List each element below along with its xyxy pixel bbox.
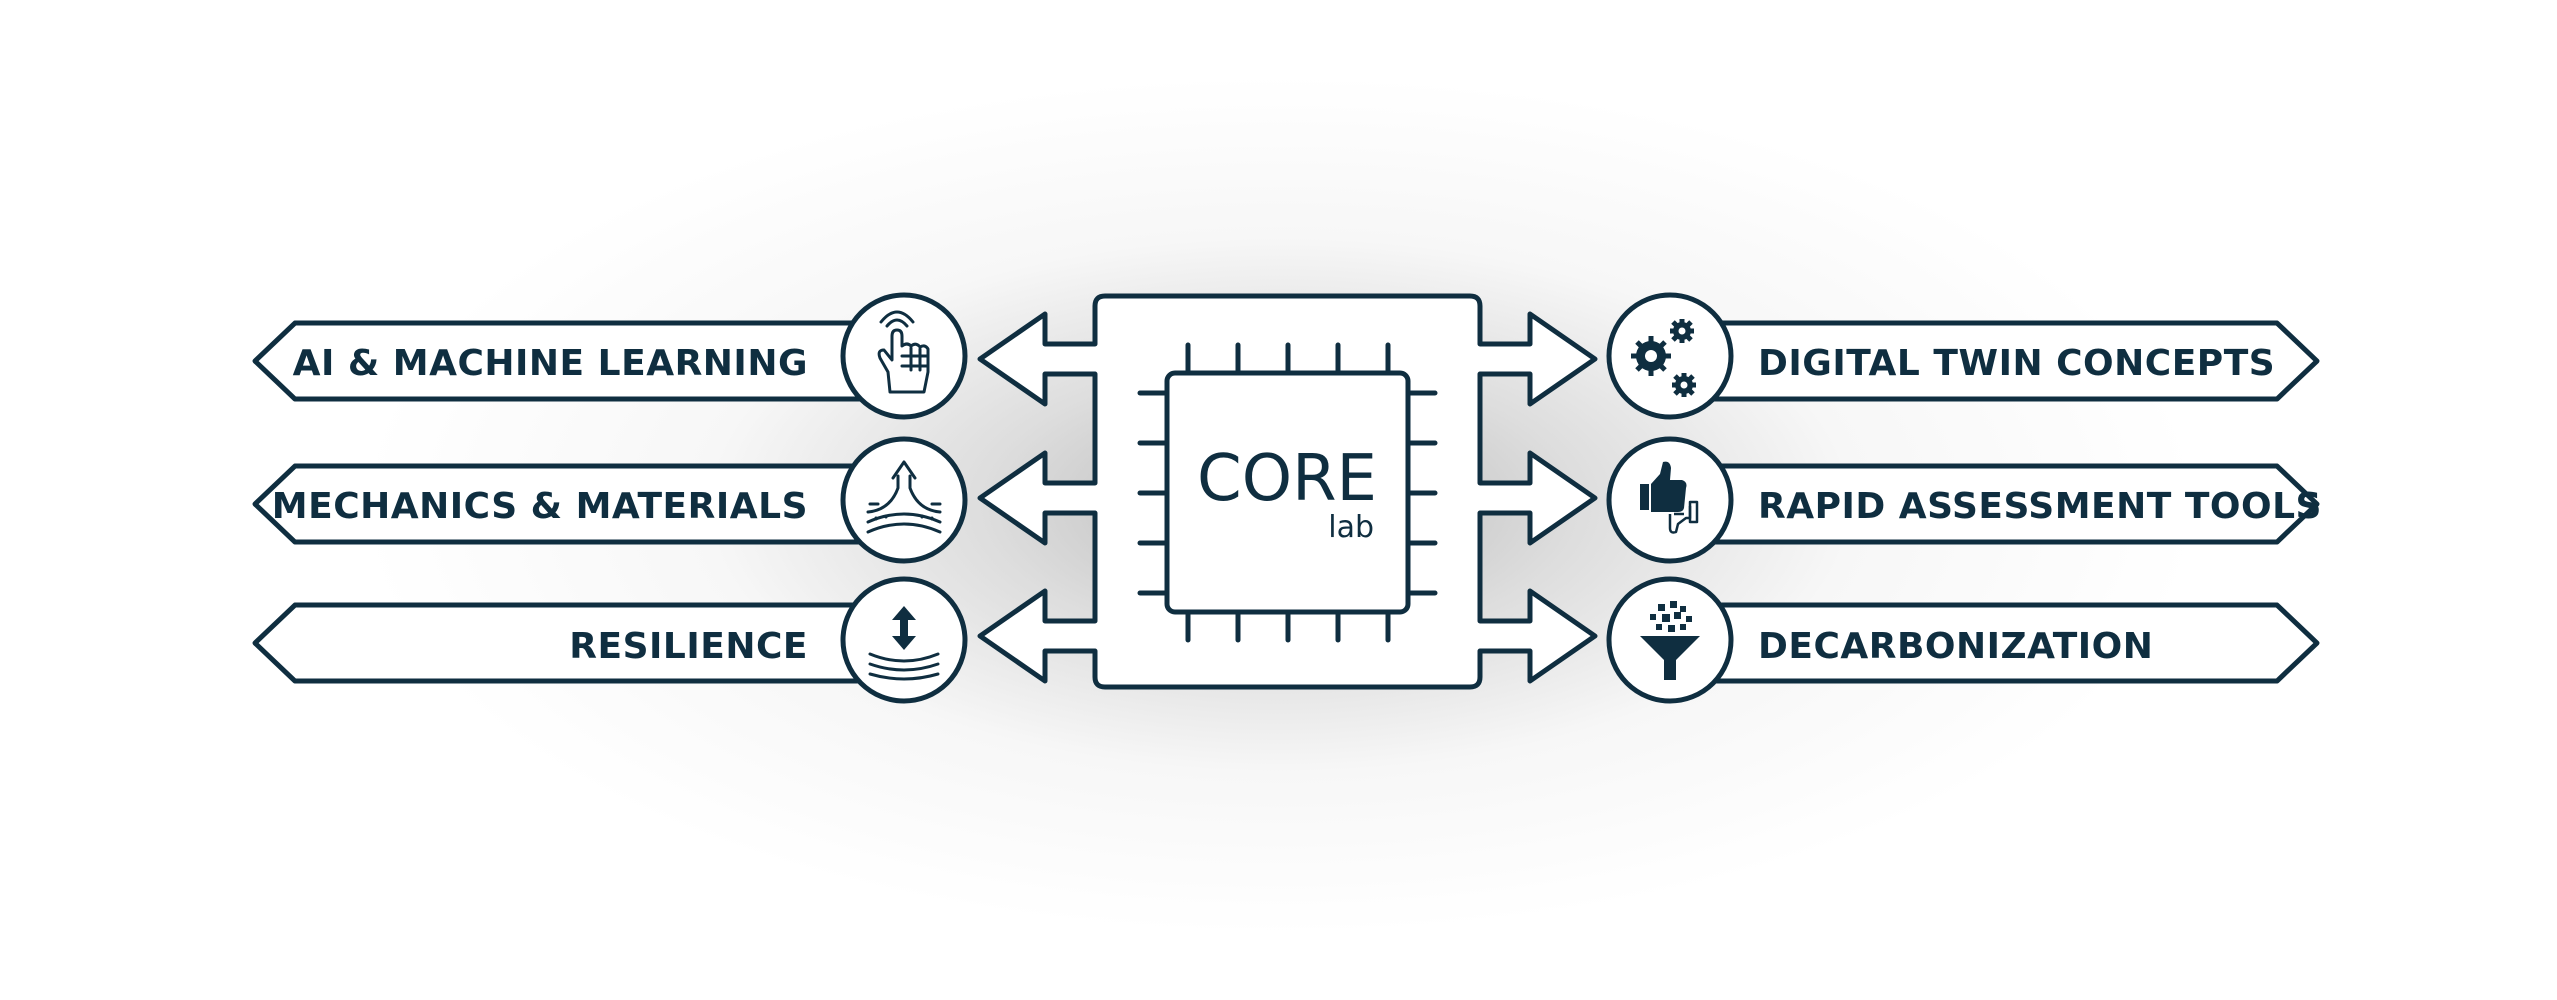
label-decarbonization: DECARBONIZATION: [1758, 626, 2153, 667]
circle-rapid-assessment: [1606, 436, 1734, 564]
core-subtitle: lab: [1328, 510, 1374, 545]
circle-resilience: [840, 576, 968, 704]
left-banner-2: MECHANICS & MATERIALS: [252, 463, 862, 545]
chip-core: [1164, 370, 1411, 615]
right-banner-2: RAPID ASSESSMENT TOOLS: [1690, 463, 2322, 545]
label-resilience: RESILIENCE: [569, 626, 808, 667]
core-title: CORE: [1197, 442, 1377, 516]
left-banner-3: RESILIENCE: [252, 602, 862, 684]
right-banner-3: DECARBONIZATION: [1690, 602, 2320, 684]
thumbs-up-down-icon: [1640, 461, 1699, 534]
filter-funnel-icon: [1640, 601, 1700, 680]
right-banner-1: DIGITAL TWIN CONCEPTS: [1690, 320, 2320, 402]
label-rapid-assessment-tools: RAPID ASSESSMENT TOOLS: [1758, 486, 2322, 527]
label-ai-machine-learning: AI & MACHINE LEARNING: [293, 343, 808, 384]
circle-mechanics: [840, 436, 968, 564]
rebound-arrows-icon: [868, 606, 940, 681]
left-banner-1: AI & MACHINE LEARNING: [252, 320, 862, 402]
label-digital-twin-concepts: DIGITAL TWIN CONCEPTS: [1758, 343, 2275, 384]
circle-decarbonization: [1606, 576, 1734, 704]
hand-touch-icon: [877, 310, 930, 394]
circle-digital-twin: [1606, 292, 1734, 420]
gears-icon: [1631, 319, 1696, 397]
circle-ai: [840, 292, 968, 420]
material-layers-icon: [866, 460, 942, 534]
label-mechanics-materials: MECHANICS & MATERIALS: [272, 486, 808, 527]
chip-pins: [1137, 342, 1438, 643]
